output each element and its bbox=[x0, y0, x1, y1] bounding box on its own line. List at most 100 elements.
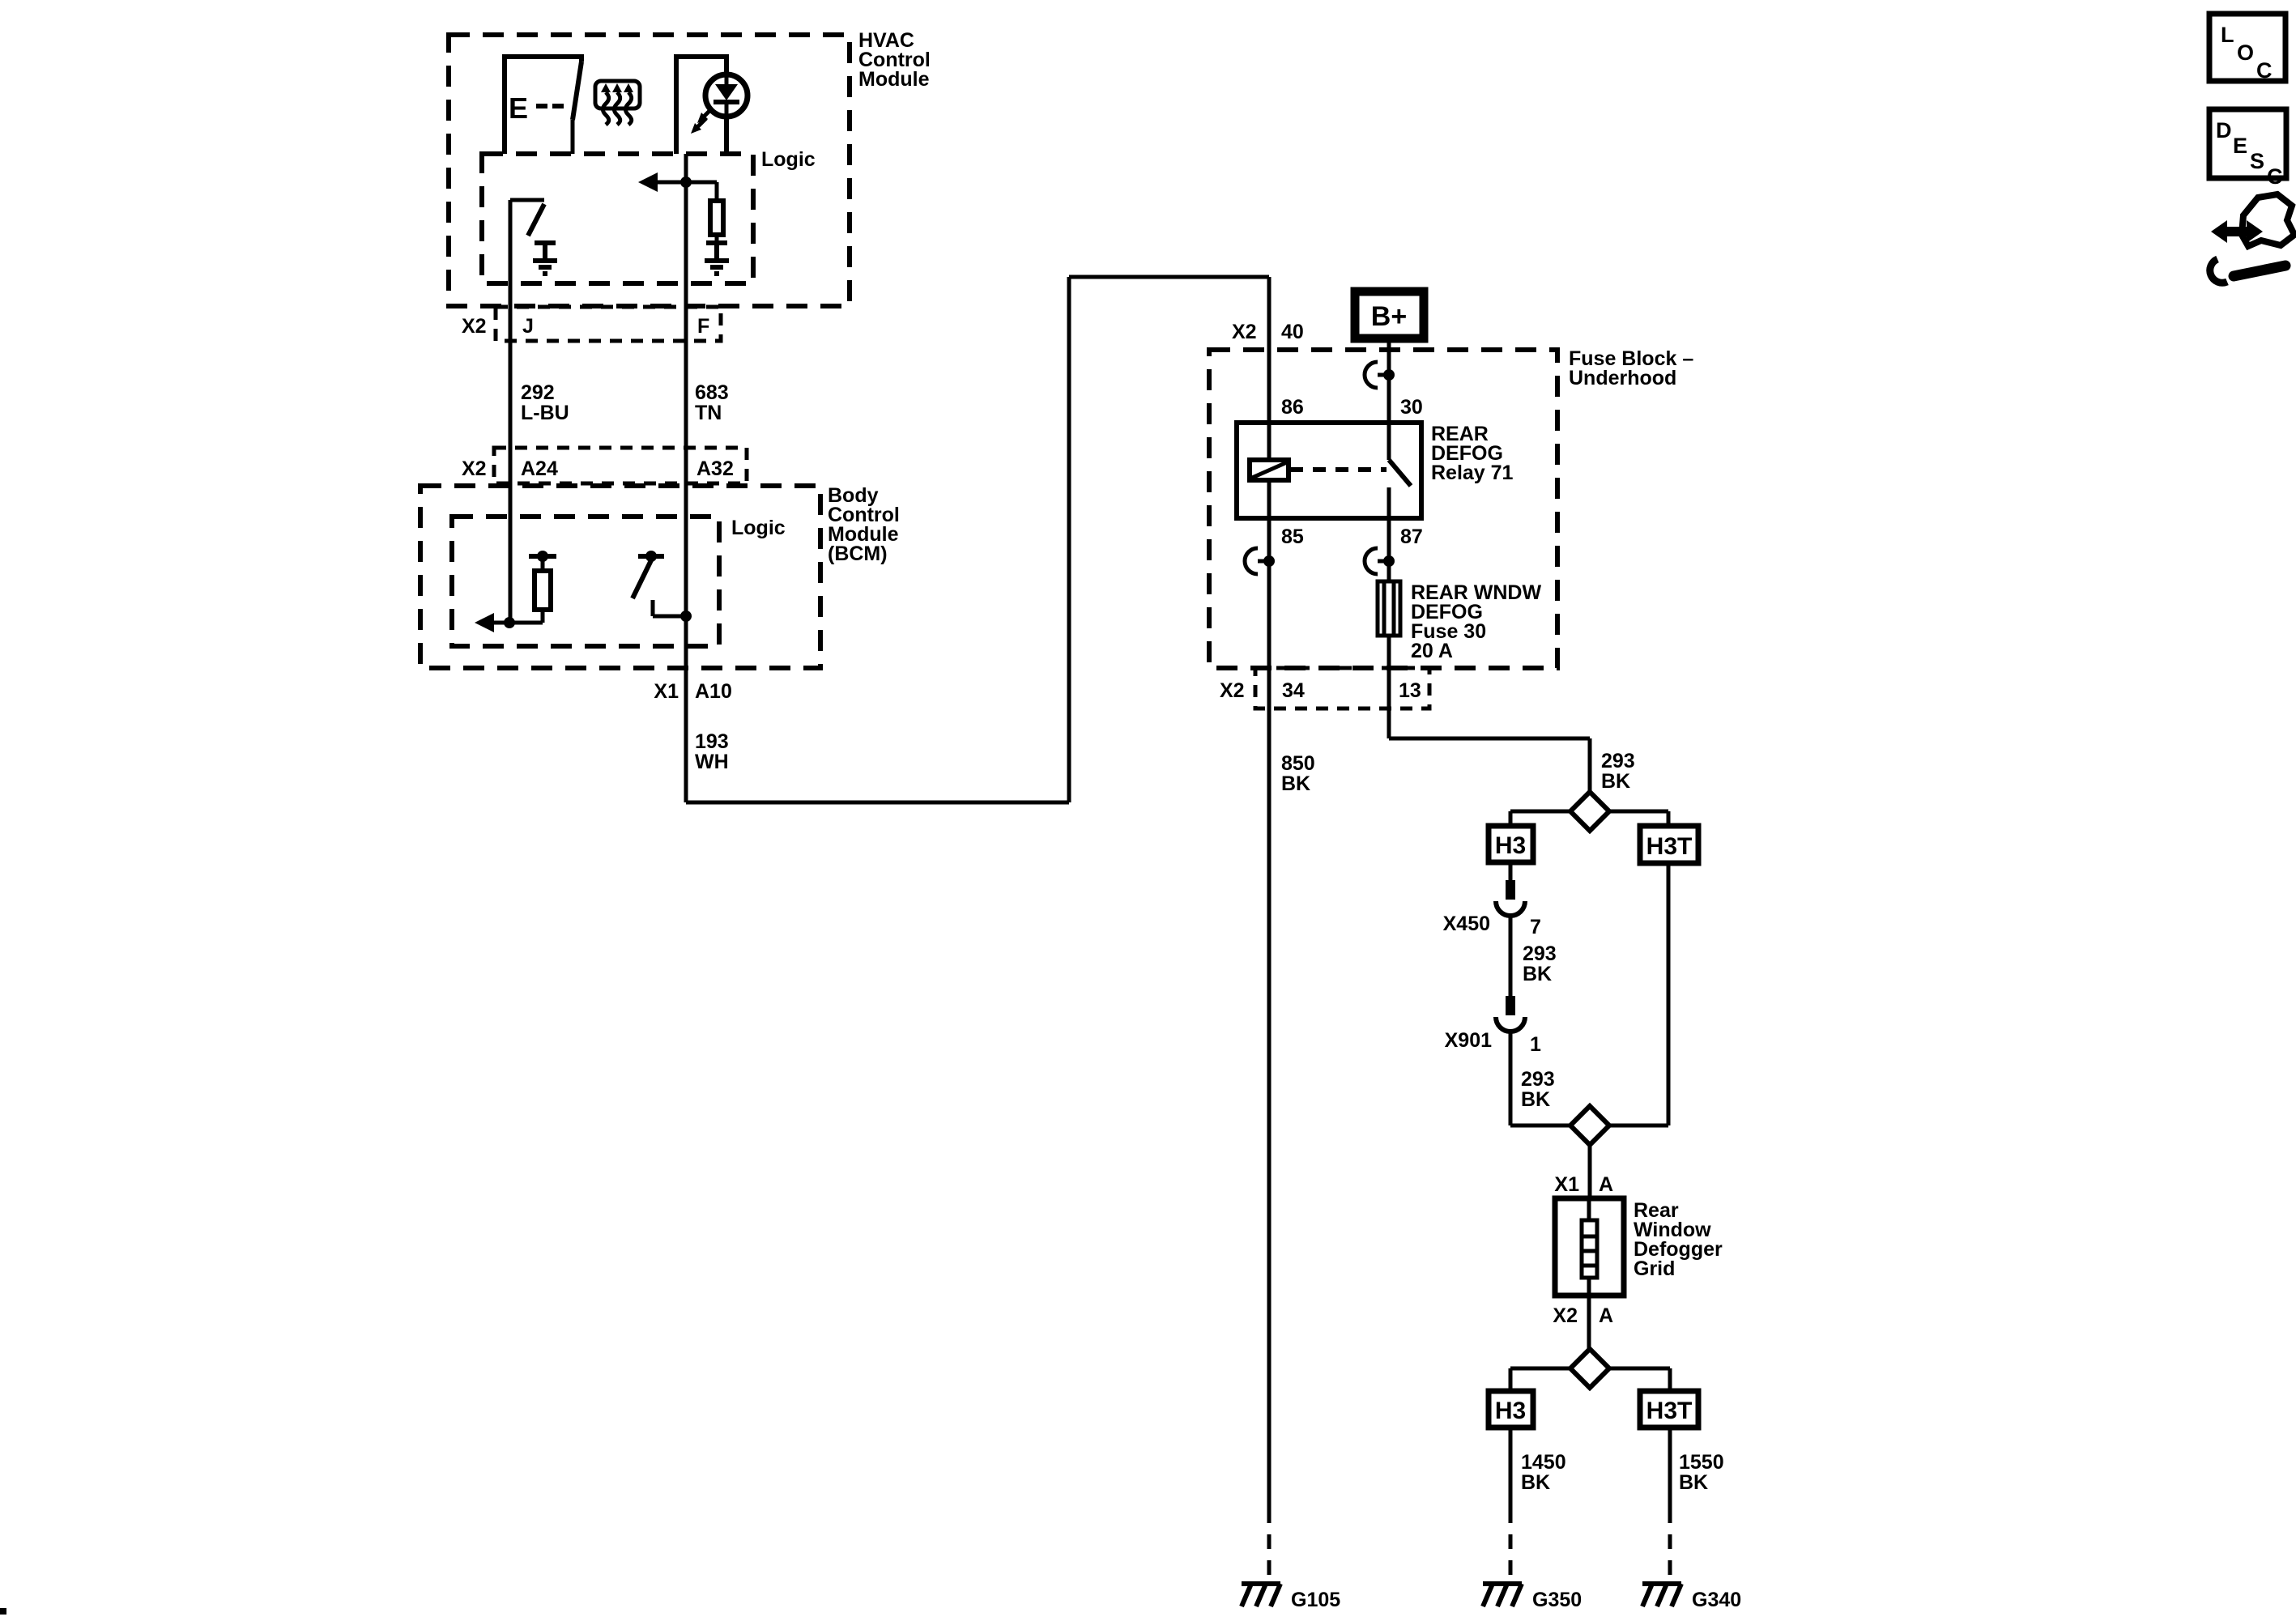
relay-title-line3: Relay 71 bbox=[1431, 462, 1514, 484]
hvac-title-line2: Control bbox=[858, 49, 931, 71]
wrench-handle-icon[interactable] bbox=[2228, 260, 2291, 282]
hvac-logic-label: Logic bbox=[761, 148, 816, 171]
splice-icon bbox=[1566, 1345, 1613, 1392]
bcm-title-line4: (BCM) bbox=[828, 542, 888, 565]
wire-color: BK bbox=[1521, 1471, 1550, 1494]
hvac-logic-sense bbox=[638, 172, 729, 276]
connector-label: X2 bbox=[462, 315, 487, 338]
resistor-icon bbox=[532, 568, 553, 612]
connector-box bbox=[1253, 666, 1432, 711]
double-arrow-icon[interactable] bbox=[2211, 220, 2263, 243]
fuse-block-underhood: Fuse Block – Underhood bbox=[1207, 347, 1693, 670]
relay-title-line2: DEFOG bbox=[1431, 442, 1503, 465]
resistor-feed bbox=[686, 180, 719, 201]
wire-color: TN bbox=[695, 402, 722, 424]
grid-title-line2: Window bbox=[1634, 1219, 1711, 1241]
ground-icon bbox=[1239, 1581, 1283, 1608]
connector-label: X901 bbox=[1445, 1029, 1492, 1052]
wire-292-l-bu: 292 L-BU bbox=[508, 200, 569, 623]
wire-color: L-BU bbox=[521, 402, 569, 424]
heat-arrow-stem bbox=[623, 91, 634, 126]
wrench-jaw-icon[interactable] bbox=[2206, 255, 2229, 287]
relay-switch-lever bbox=[1387, 458, 1413, 487]
desc-button-box[interactable] bbox=[2206, 106, 2290, 181]
pin-label: A bbox=[1599, 1173, 1613, 1196]
wire-color: BK bbox=[1523, 963, 1552, 985]
wire-segment bbox=[684, 154, 1269, 805]
navigate-repair-button[interactable] bbox=[2206, 190, 2296, 287]
defog-switch-icon: E bbox=[502, 54, 584, 154]
circuit-number: 293 bbox=[1521, 1068, 1555, 1091]
bcm-title-line3: Module bbox=[828, 523, 899, 546]
bcm-logic-resistor bbox=[475, 551, 556, 632]
connector-label: X1 bbox=[1554, 1173, 1579, 1196]
pin-30-label: 30 bbox=[1400, 396, 1423, 419]
junction-dot bbox=[1383, 369, 1395, 381]
circuit-number: 1450 bbox=[1521, 1451, 1566, 1474]
clip-arc-icon bbox=[1242, 546, 1259, 576]
connector-x2-40: X2 40 bbox=[1232, 321, 1304, 343]
fuse-block-title-line1: Fuse Block – bbox=[1569, 347, 1693, 370]
pin-a24-label: A24 bbox=[521, 457, 558, 480]
branch-h3t-top: H3T bbox=[1609, 809, 1702, 1128]
bcm-logic-label: Logic bbox=[731, 517, 786, 539]
fuse-block-title-line2: Underhood bbox=[1569, 367, 1676, 389]
splice-diamond-top bbox=[1566, 788, 1613, 835]
connector-pin-icon bbox=[1506, 996, 1515, 1015]
led-circle bbox=[702, 71, 751, 120]
fuse-title-line3: Fuse 30 bbox=[1411, 620, 1486, 643]
fuse-block-clip-85 bbox=[1242, 546, 1275, 576]
loc-button[interactable]: L O C bbox=[2206, 11, 2289, 84]
emission-arrow-head bbox=[691, 123, 701, 134]
grid-element-rungs bbox=[1582, 1234, 1597, 1268]
pin-34-label: 34 bbox=[1282, 679, 1305, 702]
heated-rear-window-icon bbox=[593, 79, 642, 126]
page-artifact-dot bbox=[0, 1608, 6, 1615]
connector-pin-icon bbox=[1506, 880, 1515, 900]
ground-icon-hvac-left bbox=[533, 240, 557, 276]
wire-683-tn-and-193-wh: 683 TN 193 WH bbox=[684, 154, 1269, 805]
grid-title-line3: Defogger bbox=[1634, 1238, 1723, 1261]
desc-button[interactable]: D E S C bbox=[2206, 106, 2290, 189]
fuse-icon bbox=[1375, 579, 1403, 638]
heat-arrow-stem bbox=[611, 91, 623, 126]
ground-icon bbox=[1480, 1581, 1524, 1608]
desc-letter-s: S bbox=[2250, 149, 2264, 173]
led-emission-arrows bbox=[691, 106, 714, 134]
fuse-block-clip-87 bbox=[1362, 546, 1395, 576]
circuit-number: 293 bbox=[1523, 942, 1557, 965]
wire-segment bbox=[1508, 1366, 1570, 1391]
connector-label: X2 bbox=[1232, 321, 1257, 343]
contact-dot bbox=[645, 551, 657, 562]
rear-window-defogger-grid: X1 A Rear Window Defogger Grid X2 A bbox=[1552, 1145, 1723, 1349]
junction-dot bbox=[1263, 555, 1275, 567]
splice-icon bbox=[1566, 788, 1613, 835]
part-outline-icon[interactable] bbox=[2238, 190, 2296, 251]
connector-cup-icon bbox=[1493, 900, 1527, 918]
switch-body bbox=[502, 54, 584, 154]
pin-j-label: J bbox=[522, 315, 534, 338]
splice-diamond-mid bbox=[1566, 1102, 1613, 1149]
grid-title-line4: Grid bbox=[1634, 1257, 1675, 1280]
relay-feed-line: 293 BK bbox=[1387, 338, 1635, 793]
splice-diamond-bottom bbox=[1566, 1345, 1613, 1392]
switch-letter: E bbox=[509, 91, 528, 125]
loc-letter-o: O bbox=[2237, 40, 2254, 65]
signal-arrow-icon bbox=[638, 172, 658, 192]
circuit-number: 193 bbox=[695, 730, 729, 753]
pin-label: 7 bbox=[1530, 916, 1541, 938]
pin-f-label: F bbox=[697, 315, 709, 338]
connector-label: X450 bbox=[1443, 913, 1490, 935]
heat-arrow-head bbox=[601, 83, 611, 92]
signal-arrow-icon bbox=[475, 613, 494, 632]
clip-arc-icon bbox=[1362, 360, 1378, 390]
connector-label: X2 bbox=[1220, 679, 1245, 702]
wire-color: BK bbox=[1521, 1088, 1550, 1111]
loc-button-box[interactable] bbox=[2206, 11, 2289, 84]
relay-control-line: 850 BK bbox=[1267, 277, 1315, 1581]
junction-dot bbox=[1383, 555, 1395, 567]
pin-13-label: 13 bbox=[1399, 679, 1421, 702]
wire-color: WH bbox=[695, 751, 729, 773]
branch-h3-top: H3 bbox=[1485, 809, 1570, 866]
